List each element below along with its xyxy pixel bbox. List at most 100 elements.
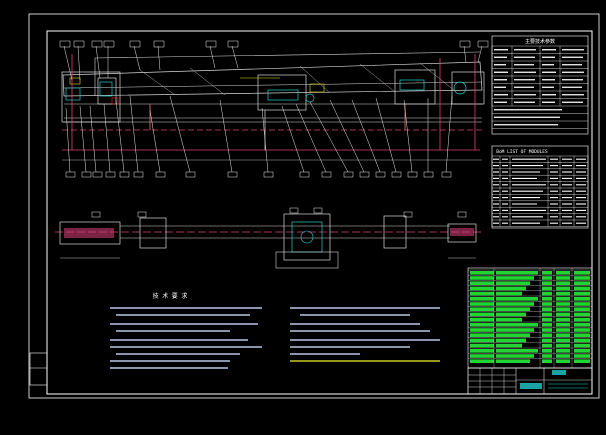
leader-top bbox=[209, 45, 216, 69]
bom-cell-qty bbox=[542, 317, 552, 322]
bom-cell-remark bbox=[574, 349, 590, 353]
bom-cell-material bbox=[556, 317, 570, 322]
bom-cell-qty bbox=[542, 302, 552, 306]
bom-cell-remark bbox=[574, 338, 590, 343]
bom-cell-qty bbox=[542, 328, 552, 332]
bom-cell-qty bbox=[542, 276, 552, 280]
bom-cell-name bbox=[496, 297, 538, 301]
bom-cell-remark bbox=[574, 276, 590, 280]
bom-cell-qty bbox=[542, 323, 552, 327]
brace bbox=[359, 63, 396, 93]
plan-mid-hub bbox=[300, 230, 314, 244]
leader-bottom bbox=[149, 109, 161, 173]
leader-bottom bbox=[89, 105, 97, 173]
bom-cell-qty bbox=[542, 291, 552, 296]
plan-head-fill bbox=[64, 228, 114, 238]
bom-cell-name bbox=[496, 302, 534, 306]
bom-cell-remark bbox=[574, 317, 590, 322]
leader-top bbox=[133, 45, 141, 71]
notes-title: 技 术 要 求 bbox=[153, 292, 188, 300]
bom-cell-name bbox=[496, 307, 530, 311]
balloon-bottom bbox=[423, 171, 434, 178]
bom-cell-name bbox=[496, 323, 538, 327]
leader-top bbox=[463, 45, 467, 63]
bom-cell-qty bbox=[542, 307, 552, 311]
plan-tail-fill bbox=[450, 228, 474, 236]
bom-cell-name bbox=[496, 276, 534, 280]
balloon-top bbox=[205, 40, 217, 48]
bom-cell-remark bbox=[574, 286, 590, 291]
reducer-detail bbox=[99, 81, 113, 97]
elevation-view bbox=[59, 40, 489, 178]
bom-table bbox=[467, 267, 593, 369]
bom-cell-code bbox=[470, 297, 494, 301]
bom-cell-name bbox=[496, 312, 526, 317]
bom-cell-remark bbox=[574, 302, 590, 306]
bom-cell-qty bbox=[542, 297, 552, 301]
bom-cell-code bbox=[470, 307, 494, 311]
tech-parameter-table: 主要技术参数 bbox=[491, 35, 589, 135]
bom-cell-material bbox=[556, 354, 570, 358]
bom-cell-name bbox=[496, 354, 534, 358]
bom-cell-material bbox=[556, 307, 570, 311]
outer-frame bbox=[28, 13, 600, 399]
leader-top bbox=[157, 45, 161, 71]
plan-balloon bbox=[137, 211, 147, 218]
balloon-top bbox=[477, 40, 489, 48]
leader-top bbox=[231, 45, 239, 69]
bom-cell-remark bbox=[574, 354, 590, 358]
bom-cell-name bbox=[496, 328, 534, 332]
bom-cell-qty bbox=[542, 354, 552, 358]
balloon-bottom bbox=[119, 171, 130, 178]
bom-cell-name bbox=[496, 291, 522, 296]
bom-cell-code bbox=[470, 354, 494, 358]
leader-bottom bbox=[129, 95, 139, 173]
brace bbox=[189, 67, 226, 96]
brace bbox=[139, 69, 176, 96]
balloon-bottom bbox=[441, 171, 452, 178]
bom-cell-material bbox=[556, 328, 570, 332]
bom-cell-material bbox=[556, 323, 570, 327]
bom-cell-code bbox=[470, 291, 494, 296]
bom-cell-qty bbox=[542, 349, 552, 353]
bom-cell-material bbox=[556, 297, 570, 301]
bom-cell-code bbox=[470, 286, 494, 291]
bom-cell-material bbox=[556, 349, 570, 353]
guard-detail bbox=[69, 77, 81, 85]
bom-cell-code bbox=[470, 359, 494, 363]
balloon-bottom bbox=[375, 171, 386, 178]
balloon-top bbox=[73, 40, 85, 48]
bom-cell-name bbox=[496, 338, 526, 343]
bom-cell-code bbox=[470, 276, 494, 280]
plan-mid-frame bbox=[283, 213, 331, 261]
plan-balloon bbox=[457, 211, 467, 218]
plan-drive-block bbox=[139, 217, 167, 249]
title-company-field bbox=[552, 370, 566, 375]
plan-balloon bbox=[289, 207, 299, 214]
balloon-top bbox=[59, 40, 71, 48]
bom-cell-code bbox=[470, 323, 494, 327]
brace bbox=[299, 65, 331, 94]
balloon-bottom bbox=[321, 171, 332, 178]
title-block bbox=[467, 367, 593, 395]
bom-cell-code bbox=[470, 338, 494, 343]
plan-mid-base bbox=[275, 251, 339, 269]
balloon-bottom bbox=[185, 171, 196, 178]
balloon-top bbox=[459, 40, 471, 48]
left-support-frame bbox=[61, 71, 121, 123]
bom-cell-name bbox=[496, 281, 530, 285]
leader-top bbox=[77, 45, 81, 81]
bom-cell-name bbox=[496, 271, 538, 275]
plan-balloon bbox=[91, 211, 101, 218]
bom-cell-remark bbox=[574, 291, 590, 296]
bom-cell-remark bbox=[574, 359, 590, 363]
balloon-top bbox=[129, 40, 141, 48]
plan-head-section bbox=[59, 221, 121, 245]
bom-cell-qty bbox=[542, 312, 552, 317]
balloon-bottom bbox=[81, 171, 92, 178]
bom-cell-name bbox=[496, 343, 522, 348]
bom-cell-qty bbox=[542, 333, 552, 337]
bom-cell-code bbox=[470, 312, 494, 317]
right-support-frame bbox=[394, 69, 436, 105]
bom-cell-material bbox=[556, 338, 570, 343]
